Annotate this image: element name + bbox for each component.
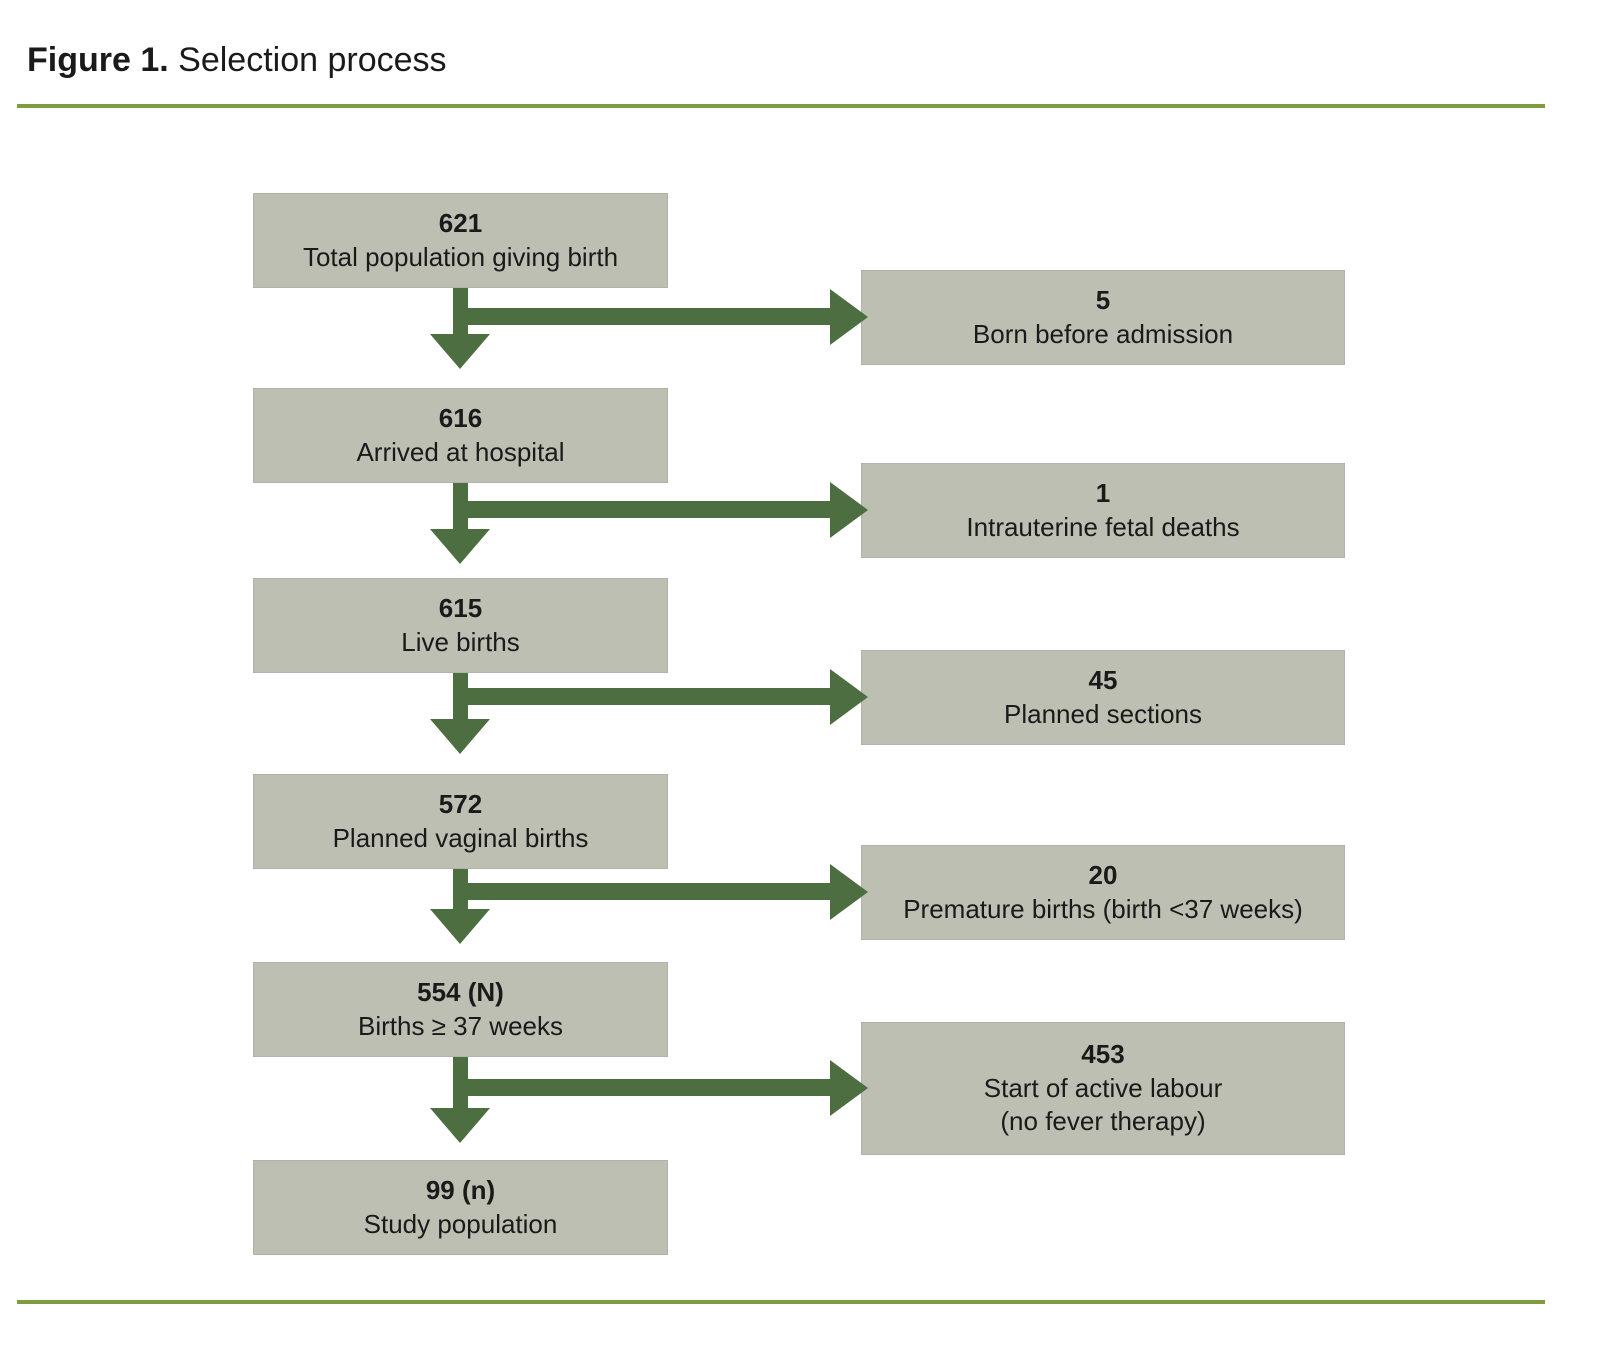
step-count: 616	[438, 402, 483, 433]
branch-arrow-bar	[460, 688, 832, 705]
exclusion-count: 45	[1088, 664, 1118, 695]
branch-arrow-bar	[460, 883, 832, 900]
figure-title: Figure 1. Selection process	[27, 40, 447, 81]
step-label: Live births	[401, 626, 520, 657]
figure-number: Figure 1.	[27, 41, 169, 79]
down-arrow-icon	[430, 719, 490, 754]
exclusion-label: Planned sections	[1003, 698, 1203, 729]
step-count: 615	[438, 592, 483, 623]
exclusion-premature-births: 20 Premature births (birth <37 weeks)	[861, 845, 1345, 940]
down-arrow-icon	[430, 909, 490, 944]
top-divider-line	[17, 104, 1545, 108]
step-label: Arrived at hospital	[356, 436, 565, 467]
exclusion-label: Premature births (birth <37 weeks)	[903, 893, 1303, 924]
branch-arrow-bar	[460, 308, 832, 325]
step-count: 99 (n)	[425, 1174, 496, 1205]
flow-step-live-births: 615 Live births	[253, 578, 668, 673]
flow-step-total-population: 621 Total population giving birth	[253, 193, 668, 288]
exclusion-planned-sections: 45 Planned sections	[861, 650, 1345, 745]
step-label: Study population	[363, 1208, 558, 1239]
exclusion-label: Born before admission	[972, 318, 1234, 349]
exclusion-count: 20	[1088, 859, 1118, 890]
exclusion-label: Intrauterine fetal deaths	[966, 511, 1240, 542]
flow-step-study-population: 99 (n) Study population	[253, 1160, 668, 1255]
right-arrow-icon	[830, 289, 868, 345]
step-label: Births ≥ 37 weeks	[357, 1010, 564, 1041]
step-count: 554 (N)	[417, 976, 504, 1007]
figure-caption: Selection process	[168, 41, 447, 79]
down-arrow-icon	[430, 529, 490, 564]
flow-step-births-37-weeks: 554 (N) Births ≥ 37 weeks	[253, 962, 668, 1057]
step-label: Planned vaginal births	[332, 822, 589, 853]
flow-step-arrived-at-hospital: 616 Arrived at hospital	[253, 388, 668, 483]
right-arrow-icon	[830, 482, 868, 538]
right-arrow-icon	[830, 669, 868, 725]
right-arrow-icon	[830, 864, 868, 920]
flow-step-planned-vaginal-births: 572 Planned vaginal births	[253, 774, 668, 869]
step-label: Total population giving birth	[302, 241, 619, 272]
exclusion-count: 453	[1081, 1038, 1125, 1069]
exclusion-intrauterine-fetal-deaths: 1 Intrauterine fetal deaths	[861, 463, 1345, 558]
step-count: 572	[438, 788, 483, 819]
branch-arrow-bar	[460, 501, 832, 518]
bottom-divider-line	[17, 1300, 1545, 1304]
exclusion-sublabel: (no fever therapy)	[1000, 1106, 1206, 1137]
branch-arrow-bar	[460, 1079, 832, 1096]
down-arrow-icon	[430, 1108, 490, 1143]
exclusion-start-active-labour: 453 Start of active labour (no fever the…	[861, 1022, 1345, 1155]
step-count: 621	[438, 207, 483, 238]
right-arrow-icon	[830, 1060, 868, 1116]
exclusion-born-before-admission: 5 Born before admission	[861, 270, 1345, 365]
exclusion-count: 1	[1095, 477, 1111, 508]
down-arrow-icon	[430, 334, 490, 369]
exclusion-count: 5	[1095, 284, 1111, 315]
exclusion-label: Start of active labour	[983, 1072, 1223, 1103]
